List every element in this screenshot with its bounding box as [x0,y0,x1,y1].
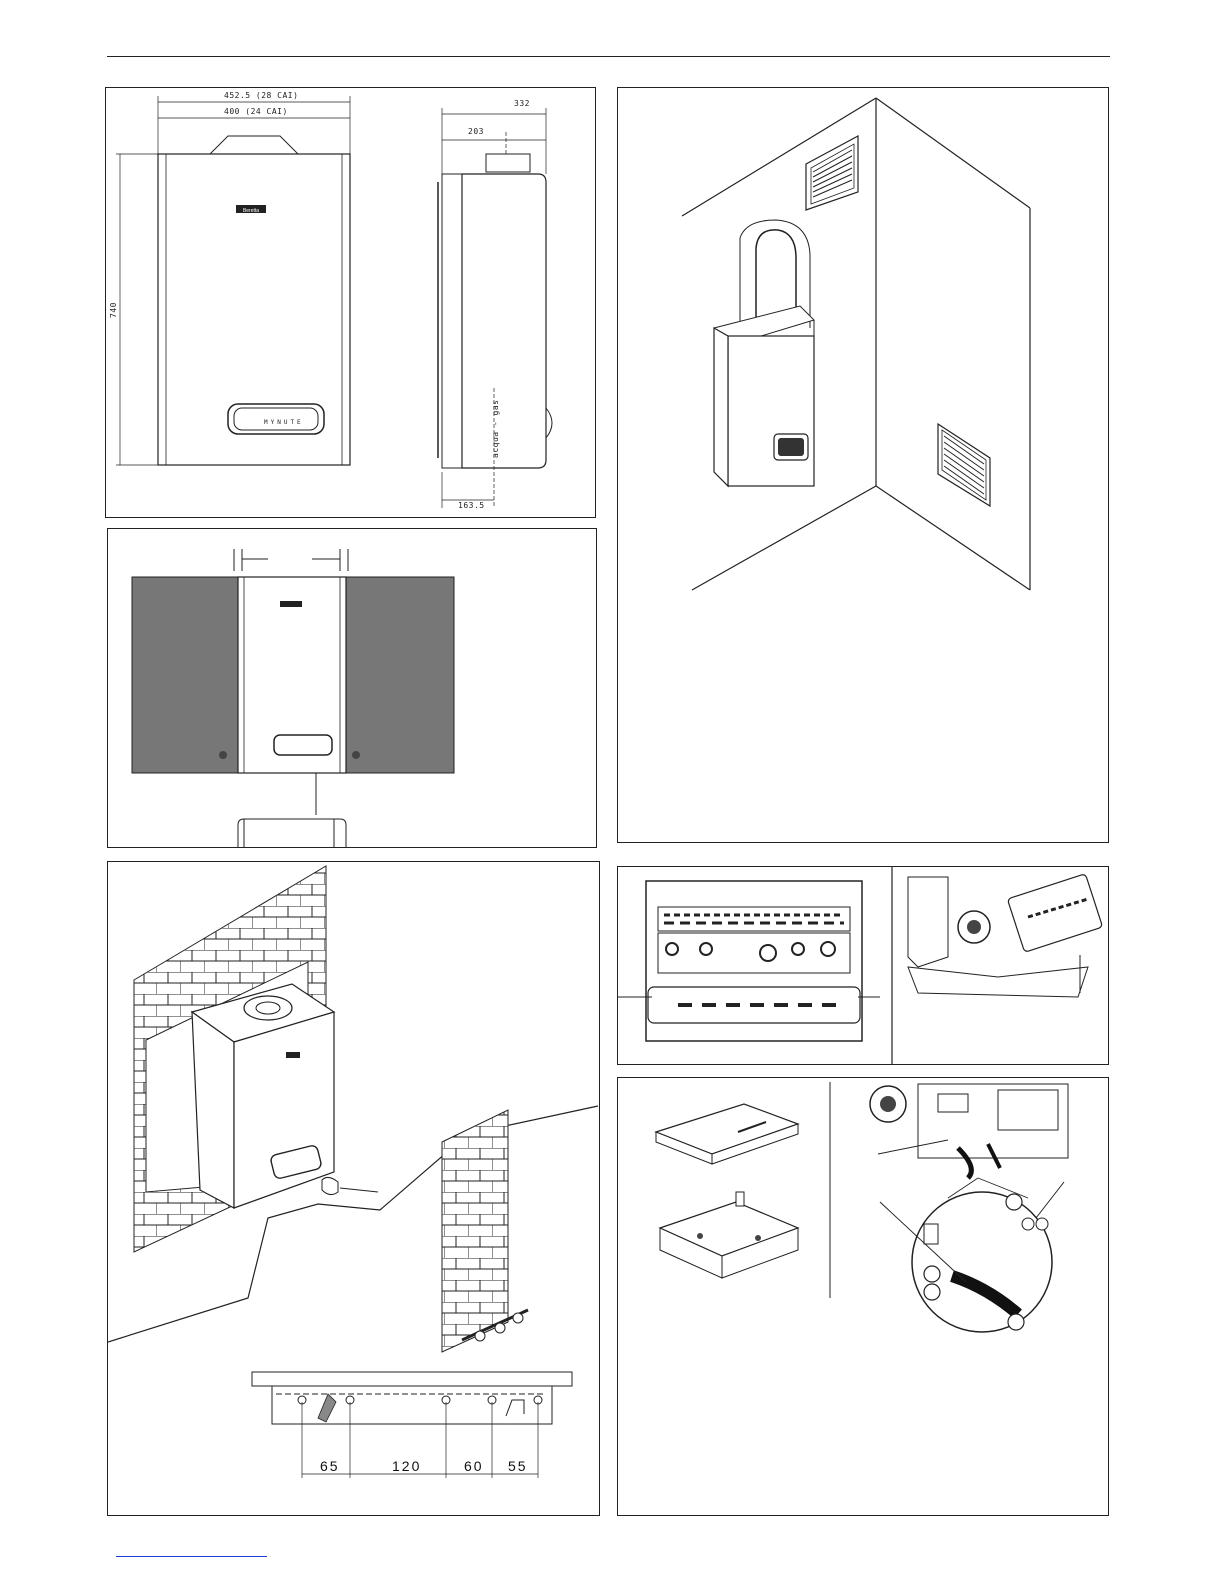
side-offset-label: 163.5 [458,501,485,510]
control-box-cover [656,1104,798,1164]
wall-boiler [192,984,334,1208]
terminal-board-view [870,1084,1068,1178]
lower-vent-grille [938,424,990,506]
depth-label: 332 [514,99,530,108]
boiler-bottom-view [646,881,862,1041]
front-display-text: MYNUTE [264,419,304,426]
dim-65: 65 [320,1458,340,1474]
dim-55: 55 [508,1458,528,1474]
terminal-detail-circle [912,1192,1052,1332]
panel-room [617,87,1109,843]
front-brand-text: Beretta [243,208,259,214]
side-label: acqua - gas [491,400,500,458]
width-28-label: 452.5 (28 CAI) [224,91,298,100]
panel-clearance [107,528,597,848]
flue-offset-label: 203 [468,127,484,136]
panel-dimensions: 452.5 (28 CAI) 400 (24 CAI) 740 Beretta … [105,87,596,518]
clearance-drawing [108,529,597,848]
upper-vent-grille [806,136,858,210]
boiler-open-view [908,874,1103,997]
internal-drawing [618,867,1109,1065]
electronics-drawing [618,1078,1109,1516]
dimension-drawing: 452.5 (28 CAI) 400 (24 CAI) 740 Beretta … [106,88,596,518]
room-drawing [618,88,1109,843]
control-box-base [660,1192,798,1278]
width-24-label: 400 (24 CAI) [224,107,288,116]
dim-60: 60 [464,1458,484,1474]
height-label: 740 [109,302,118,318]
room-boiler [714,220,814,486]
footer-link-underline [116,1556,267,1557]
panel-wall-mounting: 65 120 60 55 [107,861,600,1516]
header-rule [107,56,1110,57]
dim-120: 120 [392,1458,421,1474]
panel-electronics [617,1077,1109,1516]
panel-internal [617,866,1109,1065]
wall-mounting-drawing: 65 120 60 55 [108,862,600,1516]
